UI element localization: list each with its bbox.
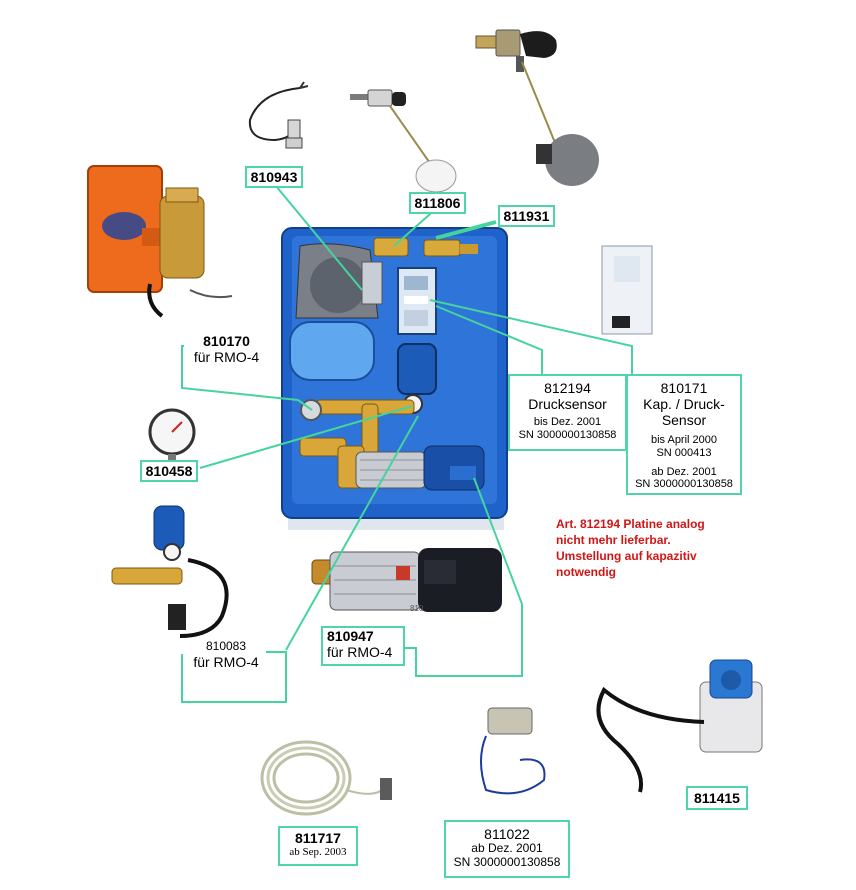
sensor-module-part (480, 707, 546, 795)
part-number: 811931 (503, 208, 550, 224)
part-date: ab Sep. 2003 (289, 846, 347, 859)
part-serial: SN 000413 (656, 446, 712, 459)
part-name: Drucksensor (528, 396, 607, 413)
float-sensor-part (248, 81, 309, 149)
connector-810947 (404, 477, 523, 677)
part-name: Sensor (661, 412, 707, 429)
label-811806: 811806 (409, 192, 466, 214)
label-810943: 810943 (245, 166, 303, 188)
motor-valve-part (87, 165, 233, 318)
label-811415: 811415 (686, 786, 748, 810)
connector-810083 (285, 415, 419, 651)
label-811022: 811022 ab Dez. 2001 SN 3000000130858 (444, 820, 570, 878)
connector-810083-frame (181, 651, 287, 703)
connector-810943 (275, 185, 363, 291)
part-number: 810943 (250, 169, 298, 185)
connector-810458 (199, 405, 413, 469)
pressure-unit-cabinet (281, 227, 508, 530)
part-number: 811717 (295, 830, 341, 846)
coiled-cable-part (260, 740, 392, 816)
part-note: für RMO-4 (193, 349, 260, 366)
label-810170: 810170 für RMO-4 (184, 331, 269, 371)
note-line: Umstellung auf kapazitiv (556, 549, 697, 563)
manometer-part (148, 408, 196, 462)
part-number: 811415 (694, 790, 740, 806)
socket-box-part (596, 659, 763, 793)
connector-811931 (435, 220, 497, 240)
connector-810171 (429, 299, 633, 376)
note-line: Art. 812194 Platine analog (556, 517, 705, 531)
label-810458: 810458 (140, 460, 198, 482)
part-number: 810171 (660, 380, 708, 396)
part-date: bis April 2000 (650, 434, 718, 447)
part-date: bis Dez. 2001 (533, 416, 602, 429)
part-number: 811806 (414, 195, 461, 211)
large-float-valve-part (475, 29, 599, 186)
small-float-valve-part (350, 89, 457, 193)
discontinued-note: Art. 812194 Platine analog nicht mehr li… (556, 516, 796, 580)
part-serial: SN 3000000130858 (518, 428, 617, 441)
part-note: für RMO-4 (327, 644, 393, 661)
part-serial: SN 3000000130858 (635, 478, 733, 491)
pump-marking: 810 (410, 604, 424, 613)
pump-part (311, 548, 502, 612)
part-note: für RMO-4 (193, 653, 259, 670)
label-810171: 810171 Kap. / Druck- Sensor bis April 20… (626, 374, 742, 495)
part-number: 810170 (203, 333, 250, 349)
part-number: 810458 (145, 463, 193, 479)
part-date: ab Dez. 2001 (651, 465, 717, 478)
part-number: 811022 (484, 826, 530, 842)
controller-panel-part (601, 245, 653, 335)
part-number: 810947 (327, 628, 374, 644)
label-812194: 812194 Drucksensor bis Dez. 2001 SN 3000… (508, 374, 627, 451)
label-811717: 811717 ab Sep. 2003 (278, 826, 358, 866)
part-number: 810083 (205, 639, 247, 653)
pressure-switch-part (111, 505, 229, 638)
part-serial: SN 3000000130858 (453, 854, 561, 869)
note-line: nicht mehr lieferbar. (556, 533, 671, 547)
part-date: ab Dez. 2001 (471, 841, 543, 856)
part-number: 812194 (544, 380, 591, 396)
connector-812194 (435, 305, 543, 376)
label-810947: 810947 für RMO-4 (321, 626, 405, 666)
part-name: Kap. / Druck- (643, 396, 725, 413)
label-811931: 811931 (498, 205, 555, 227)
label-810083: 810083 für RMO-4 (186, 639, 266, 676)
note-line: notwendig (556, 565, 616, 579)
